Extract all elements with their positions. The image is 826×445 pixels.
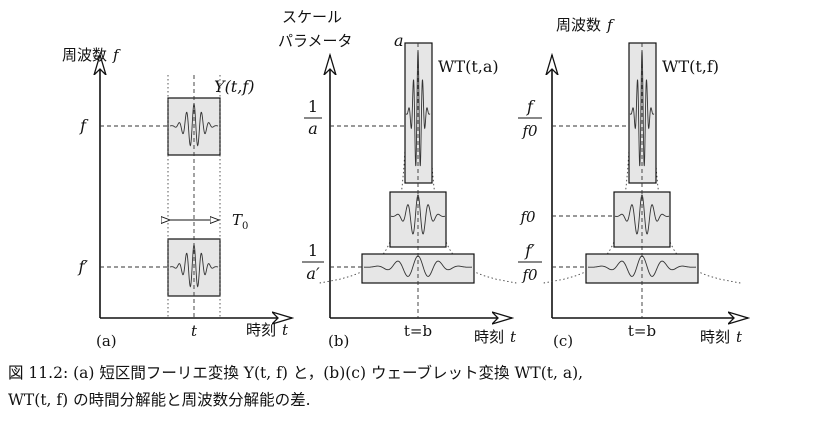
panel-b-y-axis-title-line2: パラメータ [278, 32, 353, 50]
panel-b-y-axis-var: a [394, 31, 404, 50]
panel-b-tick-bottom-numerator: 1 [308, 241, 318, 260]
panel-c-tick-top-numerator: f [526, 97, 536, 116]
figure-caption: 図 11.2: (a) 短区間フーリエ変換 Y(t, f) と，(b)(c) ウ… [8, 360, 818, 414]
panel-a-wave-low [169, 243, 219, 288]
panel-b-label: (b) [328, 332, 349, 350]
panel-b-tick-top-numerator: 1 [308, 97, 318, 116]
panel-b-wave-mid [390, 194, 446, 235]
panel-c-tick-mid: f0 [519, 208, 536, 226]
panel-c-wave-mid [614, 194, 670, 235]
panel-a-label: (a) [96, 332, 117, 350]
panel-c-wave-high [629, 50, 655, 167]
panel-b-transform-label: WT(t,a) [438, 57, 499, 76]
panel-c-transform-label: WT(t,f) [662, 57, 719, 76]
panel-b-y-axis-title-line1: スケール [282, 8, 342, 26]
panel-b-wave-low [363, 255, 473, 277]
panel-b-tick-t: t=b [404, 322, 432, 340]
panel-c-tick-top-denominator: f0 [521, 122, 538, 140]
panel-c-wave-low [587, 255, 697, 277]
caption-line-1: 図 11.2: (a) 短区間フーリエ変換 Y(t, f) と，(b)(c) ウ… [8, 364, 584, 382]
caption-line-2: WT(t, f) の時間分解能と周波数分解能の差. [8, 391, 311, 409]
panel-a-window-width-label: T0 [232, 211, 248, 232]
panel-a-transform-label: Y(t,f) [214, 77, 254, 96]
panel-b-wave-high [405, 50, 431, 167]
panel-c-tick-bottom-numerator: f′ [524, 241, 535, 260]
panel-b-tick-top-denominator: a [308, 119, 318, 138]
panel-a-wave-high [169, 102, 219, 147]
panel-b-tick-bottom-denominator: a′ [306, 264, 320, 283]
panel-c-label: (c) [553, 332, 573, 350]
panel-a-tick-f: f [79, 116, 89, 135]
panel-a-tick-f-prime: f′ [77, 257, 88, 276]
panel-c-tick-t: t=b [628, 322, 656, 340]
panel-c-tick-bottom-denominator: f0 [521, 266, 538, 284]
panel-a-tick-t: t [191, 322, 198, 340]
